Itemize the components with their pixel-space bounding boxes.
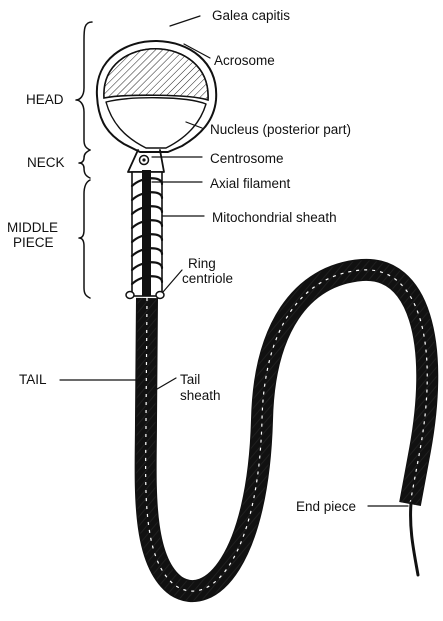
label-end-piece: End piece xyxy=(296,499,356,514)
label-ring: Ring xyxy=(188,256,216,271)
region-label-neck: NECK xyxy=(27,155,65,170)
label-sheath: sheath xyxy=(180,388,221,403)
label-centrosome: Centrosome xyxy=(210,151,284,166)
label-galea-capitis: Galea capitis xyxy=(212,8,290,23)
region-label-middle: MIDDLE xyxy=(7,220,58,235)
label-mitochondrial-sheath: Mitochondrial sheath xyxy=(212,210,337,225)
end-piece-shape xyxy=(411,503,418,575)
label-tail: Tail xyxy=(180,372,200,387)
ring-centriole-shape xyxy=(126,292,134,299)
region-label-piece: PIECE xyxy=(13,235,54,250)
region-label-tail: TAIL xyxy=(19,372,47,387)
sperm-head xyxy=(97,41,216,152)
label-axial-filament: Axial filament xyxy=(210,176,291,191)
label-acrosome: Acrosome xyxy=(214,53,275,68)
middle-piece xyxy=(126,170,164,299)
acrosome-shape xyxy=(104,49,208,100)
tail xyxy=(146,270,428,591)
region-braces xyxy=(76,22,92,298)
label-nucleus: Nucleus (posterior part) xyxy=(210,122,351,137)
region-label-head: HEAD xyxy=(26,92,64,107)
label-centriole: centriole xyxy=(182,271,233,286)
sperm-neck xyxy=(128,150,164,172)
